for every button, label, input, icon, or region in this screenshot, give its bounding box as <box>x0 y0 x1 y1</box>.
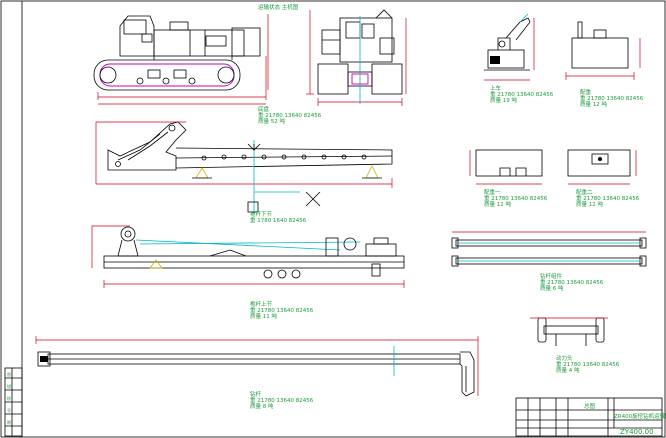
caption-mast-lower-2: 重 1780 1640 82456 <box>250 216 307 224</box>
drawing-number: ZY400.00 <box>620 428 654 436</box>
svg-text:重 21780 13640 82456: 重 21780 13640 82456 <box>556 360 620 368</box>
svg-text:质量 52 吨: 质量 52 吨 <box>258 117 285 125</box>
view-cab-unit: 上车 重 21780 13640 82456 质量 19 吨 <box>484 13 554 104</box>
svg-text:钻杆: 钻杆 <box>250 390 262 398</box>
caption-mast-upper-3: 质量 11 吨 <box>250 312 277 320</box>
view-weight-left: 配重一 重 21780 13640 82456 质量 12 吨 <box>469 149 548 208</box>
caption-whole-machine: 运输状态 主机图 <box>258 3 299 11</box>
caption-counterweight-2: 重 21780 13640 82456 <box>580 94 644 102</box>
caption-counterweight-1: 配重 <box>580 88 592 96</box>
view-kelly-bar: 钻杆 重 21780 13640 82456 质量 8 吨 <box>35 336 479 410</box>
caption-mast-upper-2: 重 21780 13640 82456 <box>250 306 314 314</box>
svg-text:描: 描 <box>7 383 11 389</box>
svg-text:重 21780 13640 82456: 重 21780 13640 82456 <box>576 194 640 202</box>
view-front <box>306 9 407 106</box>
caption-cab-unit-3: 质量 19 吨 <box>490 96 517 104</box>
svg-text:质量 4 吨: 质量 4 吨 <box>556 366 580 374</box>
svg-text:质量 12 吨: 质量 12 吨 <box>576 200 603 208</box>
caption-mast-upper-1: 桅杆上节 <box>250 300 273 308</box>
title-block: 总图 ZR400旋挖钻机运输图 ZY400.00 <box>515 397 666 437</box>
view-whole-machine: 运输状态 主机图 <box>93 3 299 105</box>
caption-chassis: 底盘 重 21780 13640 82456 质量 52 吨 <box>258 105 322 125</box>
svg-text:重 21780 13640 82456: 重 21780 13640 82456 <box>250 396 314 404</box>
svg-text:钻杆组件: 钻杆组件 <box>540 272 563 280</box>
svg-text:动力头: 动力头 <box>556 354 573 362</box>
svg-text:质量 6 吨: 质量 6 吨 <box>540 284 564 292</box>
svg-text:配重一: 配重一 <box>484 188 501 196</box>
svg-text:期: 期 <box>7 419 11 425</box>
svg-text:配重二: 配重二 <box>576 188 593 196</box>
svg-text:重 21780 13640 82456: 重 21780 13640 82456 <box>540 278 604 286</box>
svg-text:校: 校 <box>7 395 11 401</box>
view-rotary-head: 动力头 重 21780 13640 82456 质量 4 吨 <box>530 317 620 374</box>
title-block-mark: 总图 <box>584 402 596 410</box>
revision-strip: 图 描 校 号 期 <box>4 367 23 437</box>
view-weight-right: 配重二 重 21780 13640 82456 质量 12 吨 <box>567 149 640 208</box>
view-mast-upper: 桅杆上节 重 21780 13640 82456 质量 11 吨 <box>91 225 405 320</box>
svg-text:重 21780 13640 82456: 重 21780 13640 82456 <box>484 194 548 202</box>
svg-text:质量 12 吨: 质量 12 吨 <box>484 200 511 208</box>
svg-text:底盘: 底盘 <box>258 105 270 113</box>
view-counterweight: 配重 重 21780 13640 82456 质量 12 吨 <box>565 21 644 108</box>
view-mast-lower: 桅杆下节 重 1780 1640 82456 <box>95 121 393 224</box>
svg-text:质量 8 吨: 质量 8 吨 <box>250 402 274 410</box>
svg-text:号: 号 <box>7 407 11 413</box>
svg-text:图: 图 <box>7 371 11 377</box>
caption-counterweight-3: 质量 12 吨 <box>580 100 607 108</box>
caption-cab-unit-1: 上车 <box>490 84 502 92</box>
title-block-title: ZR400旋挖钻机运输图 <box>614 412 666 420</box>
caption-cab-unit-2: 重 21780 13640 82456 <box>490 90 554 98</box>
view-drill-rods: 钻杆组件 重 21780 13640 82456 质量 6 吨 <box>451 231 647 292</box>
svg-text:重 21780 13640 82456: 重 21780 13640 82456 <box>258 111 322 119</box>
caption-mast-lower-1: 桅杆下节 <box>250 210 273 218</box>
